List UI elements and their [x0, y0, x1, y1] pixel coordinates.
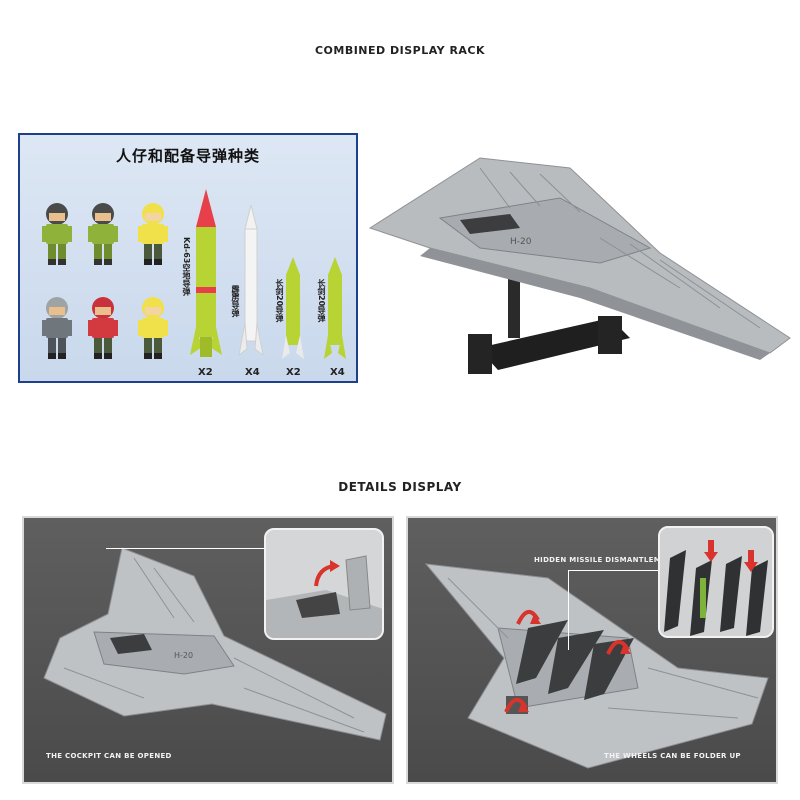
minifig-pilot-red	[88, 297, 118, 359]
missile-cj20-a	[282, 257, 304, 359]
combined-display-rack-title: COMBINED DISPLAY RACK	[314, 44, 486, 57]
minifig-missile-panel: 人仔和配备导弹种类	[18, 133, 358, 383]
cockpit-closeup-inset	[264, 528, 384, 640]
missile-pl-qty: X4	[245, 367, 260, 378]
hidden-missile-callout: HIDDEN MISSILE DISMANTLEMENT	[534, 556, 678, 564]
missile-cj20-b	[324, 257, 346, 359]
down-arrow-icon-1	[704, 540, 718, 562]
missile-kd63-label: Kd-63空地导弹	[182, 237, 191, 296]
missile-callout-line-h	[568, 570, 658, 571]
missile-bay-closeup-inset	[658, 526, 774, 638]
minifig-crew-yellow-1	[138, 203, 168, 265]
minifig-pilot-green-1	[42, 203, 72, 265]
bomb-bay-detail-panel: HIDDEN MISSILE DISMANTLEMENT THE WHEELS …	[406, 516, 778, 784]
down-arrow-icon-2	[744, 550, 758, 572]
minifig-crew-yellow-2	[138, 297, 168, 359]
missile-kd63	[190, 189, 222, 357]
cockpit-caption: THE COCKPIT CAN BE OPENED	[46, 752, 172, 760]
details-display-title: DETAILS DISPLAY	[338, 480, 462, 494]
cockpit-closeup-image	[266, 530, 382, 638]
missile-pl	[238, 204, 264, 357]
cockpit-callout-line	[106, 548, 266, 549]
missile-cj20-a-qty: X2	[286, 367, 301, 378]
missile-cj20-a-label: 长剑20导弹	[275, 279, 284, 323]
missile-pl-label: 霹雳导弹	[231, 285, 240, 317]
missile-bay-closeup-image	[660, 528, 772, 636]
rotate-arrow-icon-1	[516, 610, 541, 625]
cockpit-detail-panel: H-20 THE COCKPIT CAN BE OPENED	[22, 516, 394, 784]
minifig-pilot-green-2	[88, 203, 118, 265]
aircraft-on-display-stand: H-20	[368, 157, 791, 374]
wheels-caption: THE WHEELS CAN BE FOLDER UP	[604, 752, 741, 760]
minifig-pilot-gray	[42, 297, 72, 359]
stand-model-marking: H-20	[510, 237, 532, 247]
missile-cj20-b-label: 长剑20导弹	[317, 279, 326, 323]
curved-rotate-arrow-icon	[314, 560, 340, 587]
left-model-marking: H-20	[174, 651, 193, 660]
rotate-arrow-icon-2	[606, 640, 631, 655]
missile-cj20-b-qty: X4	[330, 367, 345, 378]
missile-kd63-qty: X2	[198, 367, 213, 378]
aircraft-top-view-left: H-20	[43, 547, 387, 741]
rotate-arrow-icon-3	[504, 698, 529, 713]
panel-heading: 人仔和配备导弹种类	[115, 147, 260, 165]
missile-callout-line-v	[568, 570, 569, 650]
